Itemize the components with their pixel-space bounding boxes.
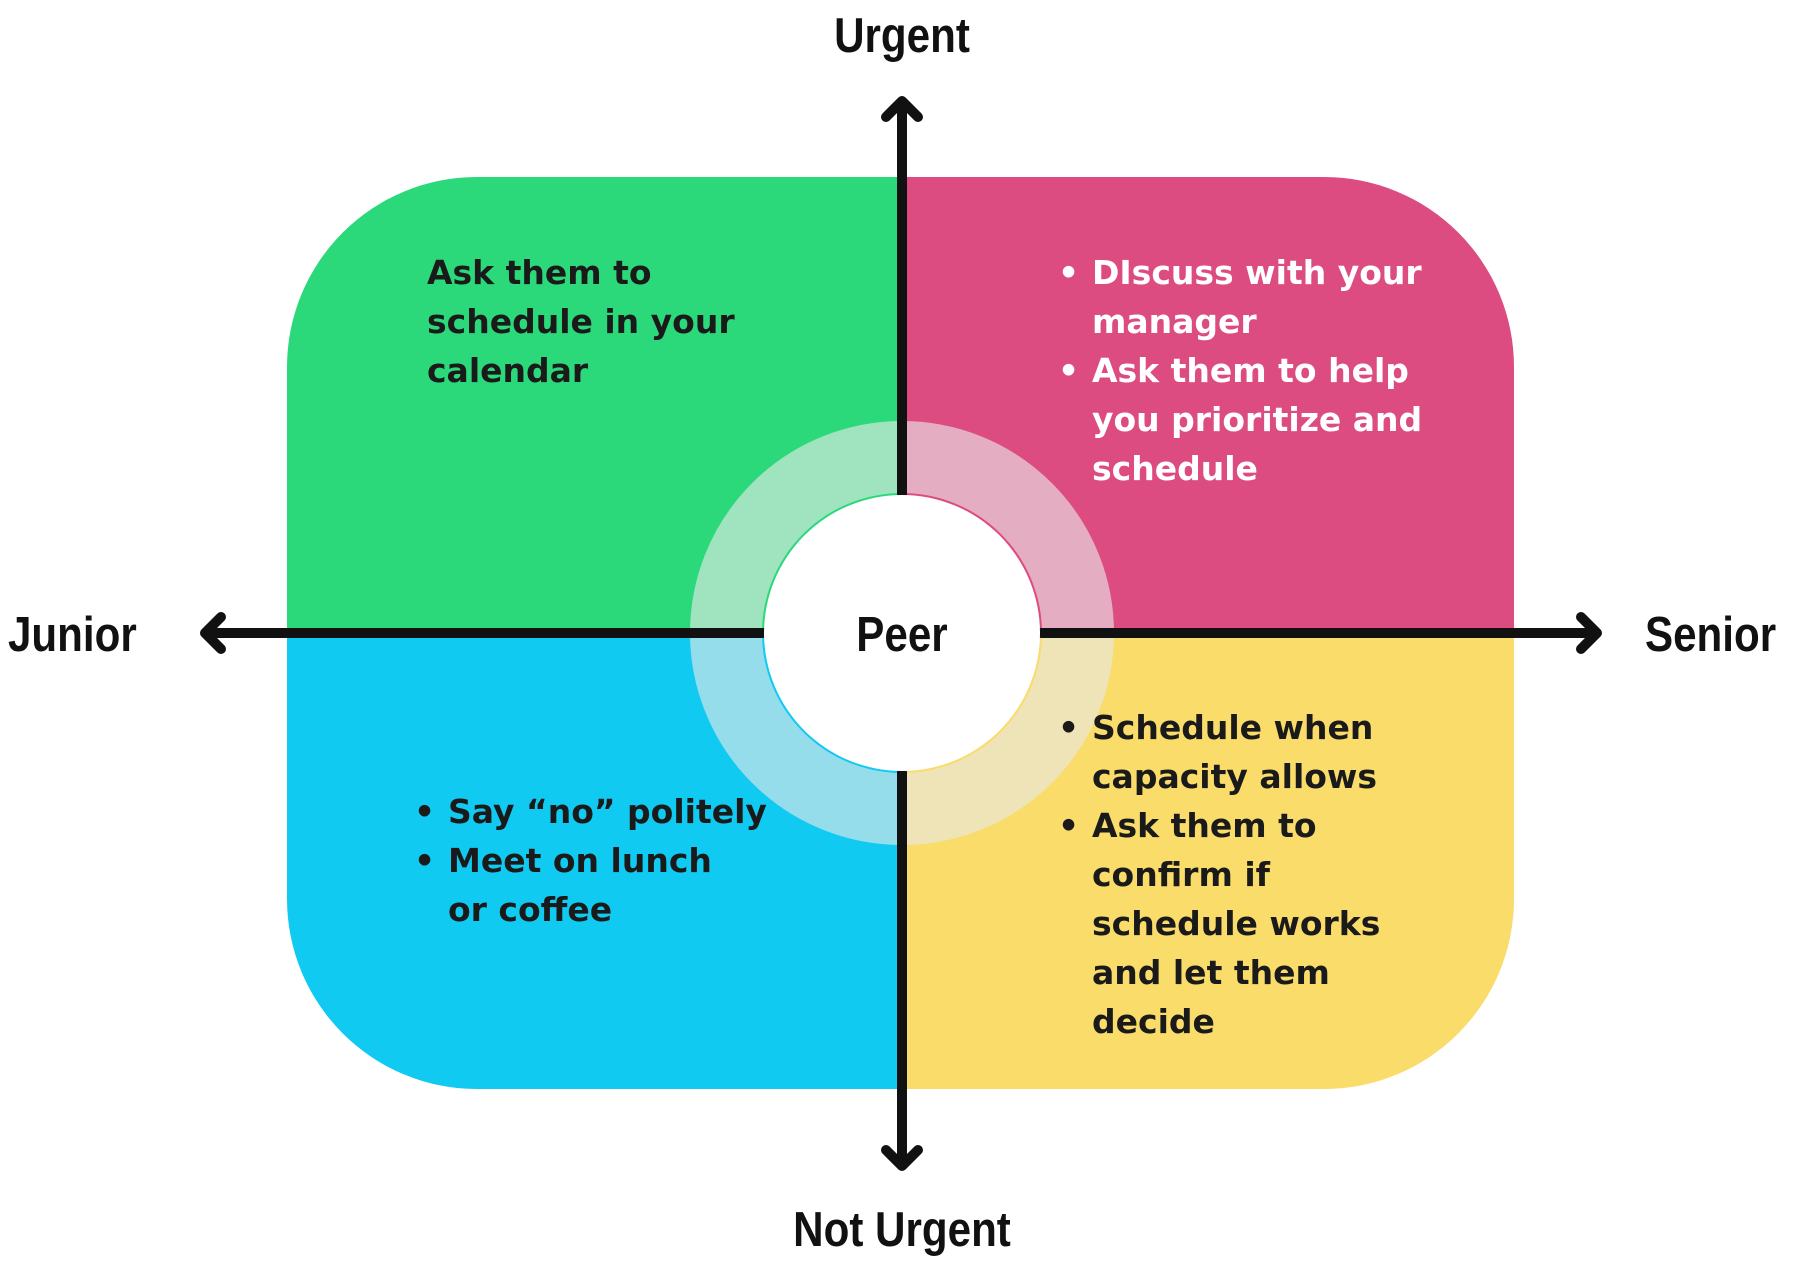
text-line: Schedule when (1092, 708, 1374, 747)
bullet-list: Say “no” politely Meet on lunch or coffe… (414, 787, 774, 934)
arrow-up-icon (881, 96, 923, 122)
text-line: Say “no” politely (448, 792, 767, 831)
axis-label-junior: Junior (8, 608, 137, 662)
text-line: calendar (427, 351, 589, 390)
arrow-down-icon (881, 1145, 923, 1171)
text-line: or coffee (448, 890, 613, 929)
text-line: confirm if (1092, 855, 1271, 894)
bullet-item: Ask them to help you prioritize and sche… (1058, 346, 1438, 493)
arrow-left-icon (200, 612, 226, 654)
text-line: schedule works (1092, 904, 1381, 943)
text-line: capacity allows (1092, 757, 1378, 796)
text-line: decide (1092, 1002, 1215, 1041)
axis-label-urgent: Urgent (834, 9, 970, 63)
text-line: Ask them to (1092, 806, 1317, 845)
axis-label-not-urgent: Not Urgent (793, 1203, 1011, 1257)
center-circle (764, 495, 1040, 771)
text-line: Ask them to (427, 253, 652, 292)
axis-label-senior: Senior (1645, 608, 1777, 662)
text-line: you prioritize and (1092, 400, 1423, 439)
text-line: schedule (1092, 449, 1258, 488)
bullet-item: DIscuss with your manager (1058, 248, 1438, 346)
quadrant-urgent-junior-text: Ask them to schedule in your calendar (427, 248, 787, 395)
arrow-right-icon (1576, 612, 1602, 654)
bullet-item: Ask them to confirm if schedule works an… (1058, 801, 1438, 1046)
bullet-list: Schedule when capacity allows Ask them t… (1058, 703, 1438, 1046)
text-line: manager (1092, 302, 1257, 341)
quadrant-not-urgent-senior-text: Schedule when capacity allows Ask them t… (1058, 703, 1438, 1046)
text-line: Meet on lunch (448, 841, 712, 880)
text-line: Ask them to help (1092, 351, 1409, 390)
text-line: DIscuss with your (1092, 253, 1422, 292)
bullet-item: Say “no” politely (414, 787, 774, 836)
bullet-item: Meet on lunch or coffee (414, 836, 774, 934)
center-label-peer: Peer (856, 608, 948, 662)
bullet-list: DIscuss with your manager Ask them to he… (1058, 248, 1438, 493)
quadrant-not-urgent-junior-text: Say “no” politely Meet on lunch or coffe… (414, 787, 774, 934)
text-line: schedule in your (427, 302, 735, 341)
text-line: and let them (1092, 953, 1330, 992)
bullet-item: Schedule when capacity allows (1058, 703, 1438, 801)
quadrant-urgent-senior-text: DIscuss with your manager Ask them to he… (1058, 248, 1438, 493)
